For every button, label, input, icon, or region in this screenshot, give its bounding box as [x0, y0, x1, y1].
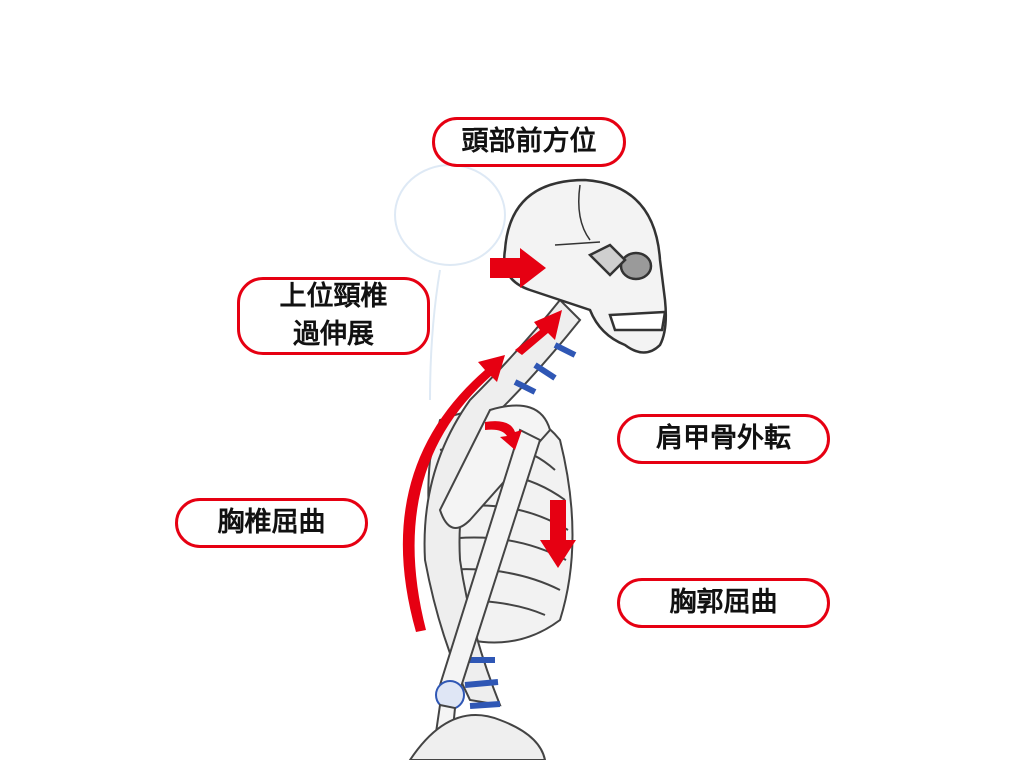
- label-text: 肩甲骨外転: [656, 423, 791, 454]
- skull: [503, 178, 668, 354]
- ribcage-down-arrow: [540, 500, 576, 568]
- label-upper-cervical-hyperextension: 上位頸椎 過伸展: [237, 277, 430, 355]
- label-forward-head: 頭部前方位: [432, 117, 626, 167]
- label-scapular-abduction: 肩甲骨外転: [617, 414, 830, 464]
- pelvis: [408, 714, 547, 760]
- label-text-line1: 上位頸椎: [279, 281, 388, 312]
- label-text: 頭部前方位: [461, 126, 597, 157]
- red-arrows: [402, 248, 576, 632]
- label-thoracic-cage-flexion: 胸郭屈曲: [617, 578, 830, 628]
- label-text: 胸椎屈曲: [217, 507, 326, 538]
- label-thoracic-flexion: 胸椎屈曲: [175, 498, 368, 548]
- vertebral-discs: [460, 342, 577, 709]
- scapula-arrow: [485, 421, 522, 450]
- label-text: 胸郭屈曲: [669, 587, 778, 618]
- label-text-line2: 過伸展: [293, 319, 374, 350]
- forward-head-arrow: [490, 248, 546, 288]
- upper-cervical-arrow: [515, 310, 562, 355]
- thoracic-flexion-curve-arrow: [402, 355, 505, 632]
